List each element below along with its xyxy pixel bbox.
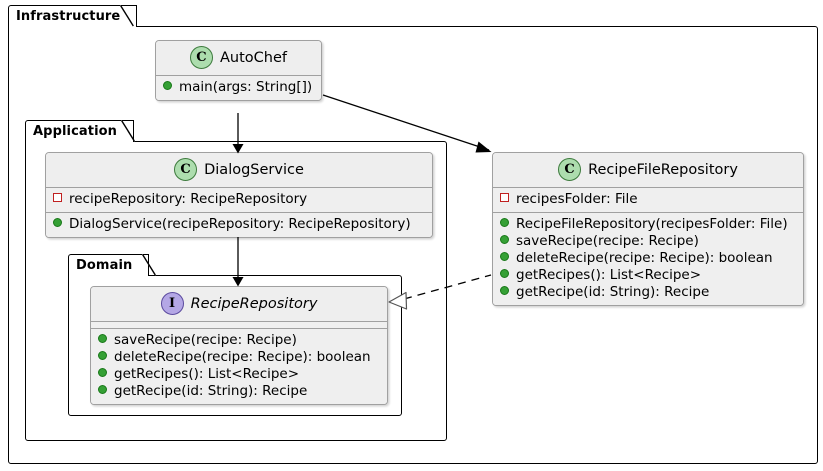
public-marker-icon — [53, 218, 62, 227]
public-marker-icon — [98, 368, 107, 377]
class-recipefilerepository-operations: RecipeFileRepository(recipesFolder: File… — [493, 213, 803, 305]
member-label: deleteRecipe(recipe: Recipe): boolean — [516, 250, 773, 266]
public-marker-icon — [500, 218, 509, 227]
member-row: getRecipe(id: String): Recipe — [499, 284, 797, 301]
package-application-tab: Application — [25, 120, 135, 142]
class-autochef-name: AutoChef — [219, 49, 287, 66]
member-row: recipesFolder: File — [499, 191, 797, 208]
member-row: deleteRecipe(recipe: Recipe): boolean — [499, 250, 797, 267]
class-dialogservice[interactable]: C DialogService recipeRepository: Recipe… — [45, 152, 433, 238]
member-label: getRecipe(id: String): Recipe — [516, 284, 710, 300]
class-recipefilerepository-attributes: recipesFolder: File — [493, 188, 803, 213]
interface-reciperepository-name: RecipeRepository — [190, 295, 318, 312]
package-infrastructure-tab: Infrastructure — [8, 5, 138, 27]
package-infrastructure-body — [8, 26, 818, 464]
member-row: getRecipes(): List<Recipe> — [97, 366, 381, 383]
class-autochef-header: C AutoChef — [156, 41, 321, 76]
member-row: DialogService(recipeRepository: RecipeRe… — [52, 216, 426, 233]
member-row: saveRecipe(recipe: Recipe) — [97, 332, 381, 349]
member-label: getRecipes(): List<Recipe> — [114, 366, 300, 382]
member-label: DialogService(recipeRepository: RecipeRe… — [69, 216, 411, 232]
package-domain-tab-slant — [142, 254, 156, 276]
interface-reciperepository[interactable]: I RecipeRepository saveRecipe(recipe: Re… — [90, 286, 388, 405]
member-row: main(args: String[]) — [162, 79, 315, 96]
interface-reciperepository-operations: saveRecipe(recipe: Recipe) deleteRecipe(… — [91, 329, 387, 404]
package-infrastructure-tab-slant — [120, 5, 134, 27]
public-marker-icon — [98, 385, 107, 394]
package-domain-tab: Domain — [68, 254, 150, 276]
class-dialogservice-attributes: recipeRepository: RecipeRepository — [46, 188, 432, 213]
member-label: getRecipes(): List<Recipe> — [516, 267, 702, 283]
member-label: RecipeFileRepository(recipesFolder: File… — [516, 216, 788, 232]
class-dialogservice-operations: DialogService(recipeRepository: RecipeRe… — [46, 213, 432, 237]
class-icon: C — [189, 46, 213, 69]
public-marker-icon — [500, 235, 509, 244]
member-row: getRecipes(): List<Recipe> — [499, 267, 797, 284]
member-label: getRecipe(id: String): Recipe — [114, 383, 308, 399]
public-marker-icon — [98, 351, 107, 360]
class-recipefilerepository-header: C RecipeFileRepository — [493, 153, 803, 188]
class-autochef[interactable]: C AutoChef main(args: String[]) — [155, 40, 322, 101]
package-domain-label: Domain — [76, 258, 133, 273]
member-label: saveRecipe(recipe: Recipe) — [114, 332, 297, 348]
member-label: recipesFolder: File — [516, 191, 638, 207]
public-marker-icon — [163, 81, 172, 90]
class-recipefilerepository[interactable]: C RecipeFileRepository recipesFolder: Fi… — [492, 152, 804, 306]
class-icon: C — [558, 158, 582, 181]
class-dialogservice-header: C DialogService — [46, 153, 432, 188]
member-label: recipeRepository: RecipeRepository — [69, 191, 308, 207]
package-application: Application — [25, 120, 447, 441]
private-marker-icon — [53, 193, 62, 202]
package-application-tab-slant — [121, 120, 135, 142]
class-autochef-operations: main(args: String[]) — [156, 76, 321, 100]
class-icon: C — [174, 158, 198, 181]
public-marker-icon — [98, 334, 107, 343]
class-dialogservice-name: DialogService — [204, 161, 304, 178]
member-label: saveRecipe(recipe: Recipe) — [516, 233, 699, 249]
package-infrastructure-label: Infrastructure — [16, 9, 121, 24]
member-row: RecipeFileRepository(recipesFolder: File… — [499, 216, 797, 233]
member-row: deleteRecipe(recipe: Recipe): boolean — [97, 349, 381, 366]
private-marker-icon — [500, 193, 509, 202]
member-label: deleteRecipe(recipe: Recipe): boolean — [114, 349, 371, 365]
package-domain: Domain — [68, 254, 402, 416]
package-domain-body — [68, 275, 402, 416]
interface-reciperepository-header: I RecipeRepository — [91, 287, 387, 322]
member-label: main(args: String[]) — [179, 79, 313, 95]
public-marker-icon — [500, 286, 509, 295]
class-recipefilerepository-name: RecipeFileRepository — [588, 161, 738, 178]
interface-icon: I — [160, 292, 184, 315]
package-application-label: Application — [33, 124, 118, 139]
member-row: recipeRepository: RecipeRepository — [52, 191, 426, 208]
interface-reciperepository-attributes — [91, 322, 387, 329]
package-infrastructure: Infrastructure — [8, 5, 818, 464]
member-row: getRecipe(id: String): Recipe — [97, 383, 381, 400]
member-row: saveRecipe(recipe: Recipe) — [499, 233, 797, 250]
public-marker-icon — [500, 269, 509, 278]
public-marker-icon — [500, 252, 509, 261]
